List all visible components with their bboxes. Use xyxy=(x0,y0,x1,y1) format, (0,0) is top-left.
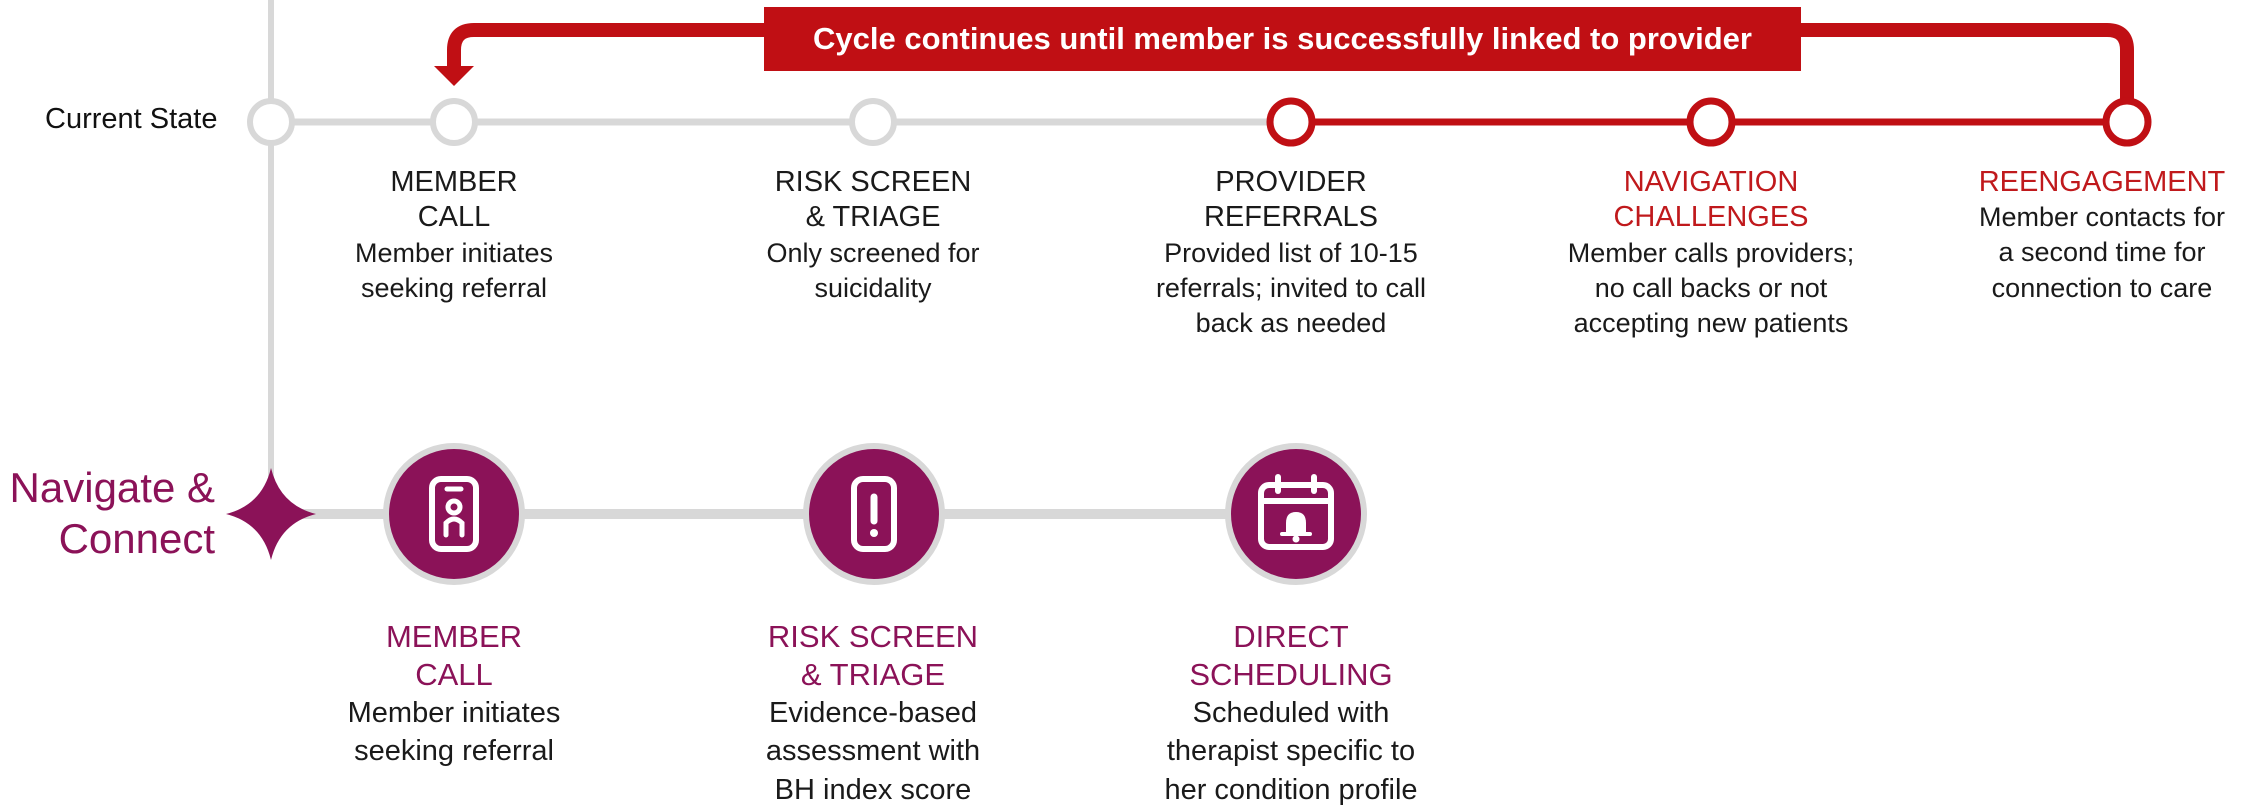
member-call-icon-badge xyxy=(383,443,525,585)
current-step-title: MEMBER xyxy=(390,166,518,198)
navigate-step-title: & TRIAGE xyxy=(800,656,946,692)
current-step-risk-screen: RISK SCREEN & TRIAGE Only screened for s… xyxy=(723,165,1023,306)
navigate-connect-label-line: Navigate & xyxy=(9,464,215,511)
current-step-title: & TRIAGE xyxy=(805,201,941,234)
cycle-banner: Cycle continues until member is successf… xyxy=(764,7,1801,71)
current-step-navigation-challenges: NAVIGATION CHALLENGES Member calls provi… xyxy=(1551,165,1871,341)
navigate-step-desc: therapist specific to xyxy=(1166,735,1416,768)
current-step-desc: Provided list of 10-15 xyxy=(1164,237,1418,268)
risk-screen-icon-badge xyxy=(803,443,945,585)
current-step-title: CHALLENGES xyxy=(1613,201,1809,234)
current-step-title: NAVIGATION xyxy=(1623,166,1799,198)
current-step-provider-referrals: PROVIDER REFERRALS Provided list of 10-1… xyxy=(1131,165,1451,341)
current-step-desc: Member initiates xyxy=(354,237,554,268)
navigate-star-marker xyxy=(226,468,316,560)
navigate-step-member-call: MEMBER CALL Member initiates seeking ref… xyxy=(304,618,604,771)
calendar-bell-icon xyxy=(1258,474,1334,550)
navigate-step-title: CALL xyxy=(415,656,493,692)
current-step-desc: back as needed xyxy=(1195,307,1387,338)
current-node-reengagement xyxy=(2102,97,2152,147)
current-node-member-call xyxy=(430,98,478,146)
current-step-desc: a second time for xyxy=(1998,237,2206,268)
navigate-step-title: SCHEDULING xyxy=(1189,656,1393,692)
current-step-title: RISK SCREEN xyxy=(774,166,972,198)
current-node-risk-screen xyxy=(849,98,897,146)
current-step-title: CALL xyxy=(417,201,491,234)
navigate-connect-label: Navigate & Connect xyxy=(10,462,215,564)
navigate-connect-label-line: Connect xyxy=(58,515,215,563)
current-step-desc: connection to care xyxy=(1991,272,2213,303)
current-step-title: PROVIDER xyxy=(1215,166,1367,198)
navigate-step-desc: Member initiates xyxy=(347,696,561,729)
current-state-label: Current State xyxy=(45,103,218,135)
current-step-title: REENGAGEMENT xyxy=(1978,166,2226,198)
current-step-desc: Member calls providers; xyxy=(1567,237,1855,268)
current-step-reengagement: REENGAGEMENT Member contacts for a secon… xyxy=(1952,165,2252,306)
current-step-desc: suicidality xyxy=(814,272,932,303)
navigate-step-title: MEMBER xyxy=(385,619,523,654)
current-step-desc: no call backs or not xyxy=(1594,272,1828,303)
current-step-desc: seeking referral xyxy=(360,272,548,303)
navigate-step-desc: her condition profile xyxy=(1164,773,1418,806)
cycle-arrow-head xyxy=(434,66,474,86)
current-step-desc: Member contacts for xyxy=(1978,202,2226,233)
current-start-node xyxy=(247,98,295,146)
navigate-step-desc: Evidence-based xyxy=(769,696,977,729)
navigate-step-direct-scheduling: DIRECT SCHEDULING Scheduled with therapi… xyxy=(1126,618,1456,809)
current-node-provider-referrals xyxy=(1266,97,1316,147)
navigate-step-desc: assessment with xyxy=(765,735,981,768)
phone-person-icon xyxy=(429,476,479,552)
navigate-step-title: DIRECT xyxy=(1233,619,1349,654)
current-node-navigation-challenges xyxy=(1686,97,1736,147)
navigate-step-desc: Scheduled with xyxy=(1192,696,1390,729)
navigate-step-title: RISK SCREEN xyxy=(767,619,979,654)
current-step-desc: Only screened for xyxy=(766,237,980,268)
current-step-desc: referrals; invited to call xyxy=(1155,272,1427,303)
current-step-member-call: MEMBER CALL Member initiates seeking ref… xyxy=(304,165,604,306)
phone-alert-icon xyxy=(851,476,897,552)
navigate-step-desc: BH index score xyxy=(774,773,972,806)
current-step-desc: accepting new patients xyxy=(1573,307,1849,338)
navigate-step-desc: seeking referral xyxy=(354,735,554,768)
current-step-title: REFERRALS xyxy=(1203,201,1379,234)
direct-scheduling-icon-badge xyxy=(1225,443,1367,585)
navigate-step-risk-screen: RISK SCREEN & TRIAGE Evidence-based asse… xyxy=(718,618,1028,809)
